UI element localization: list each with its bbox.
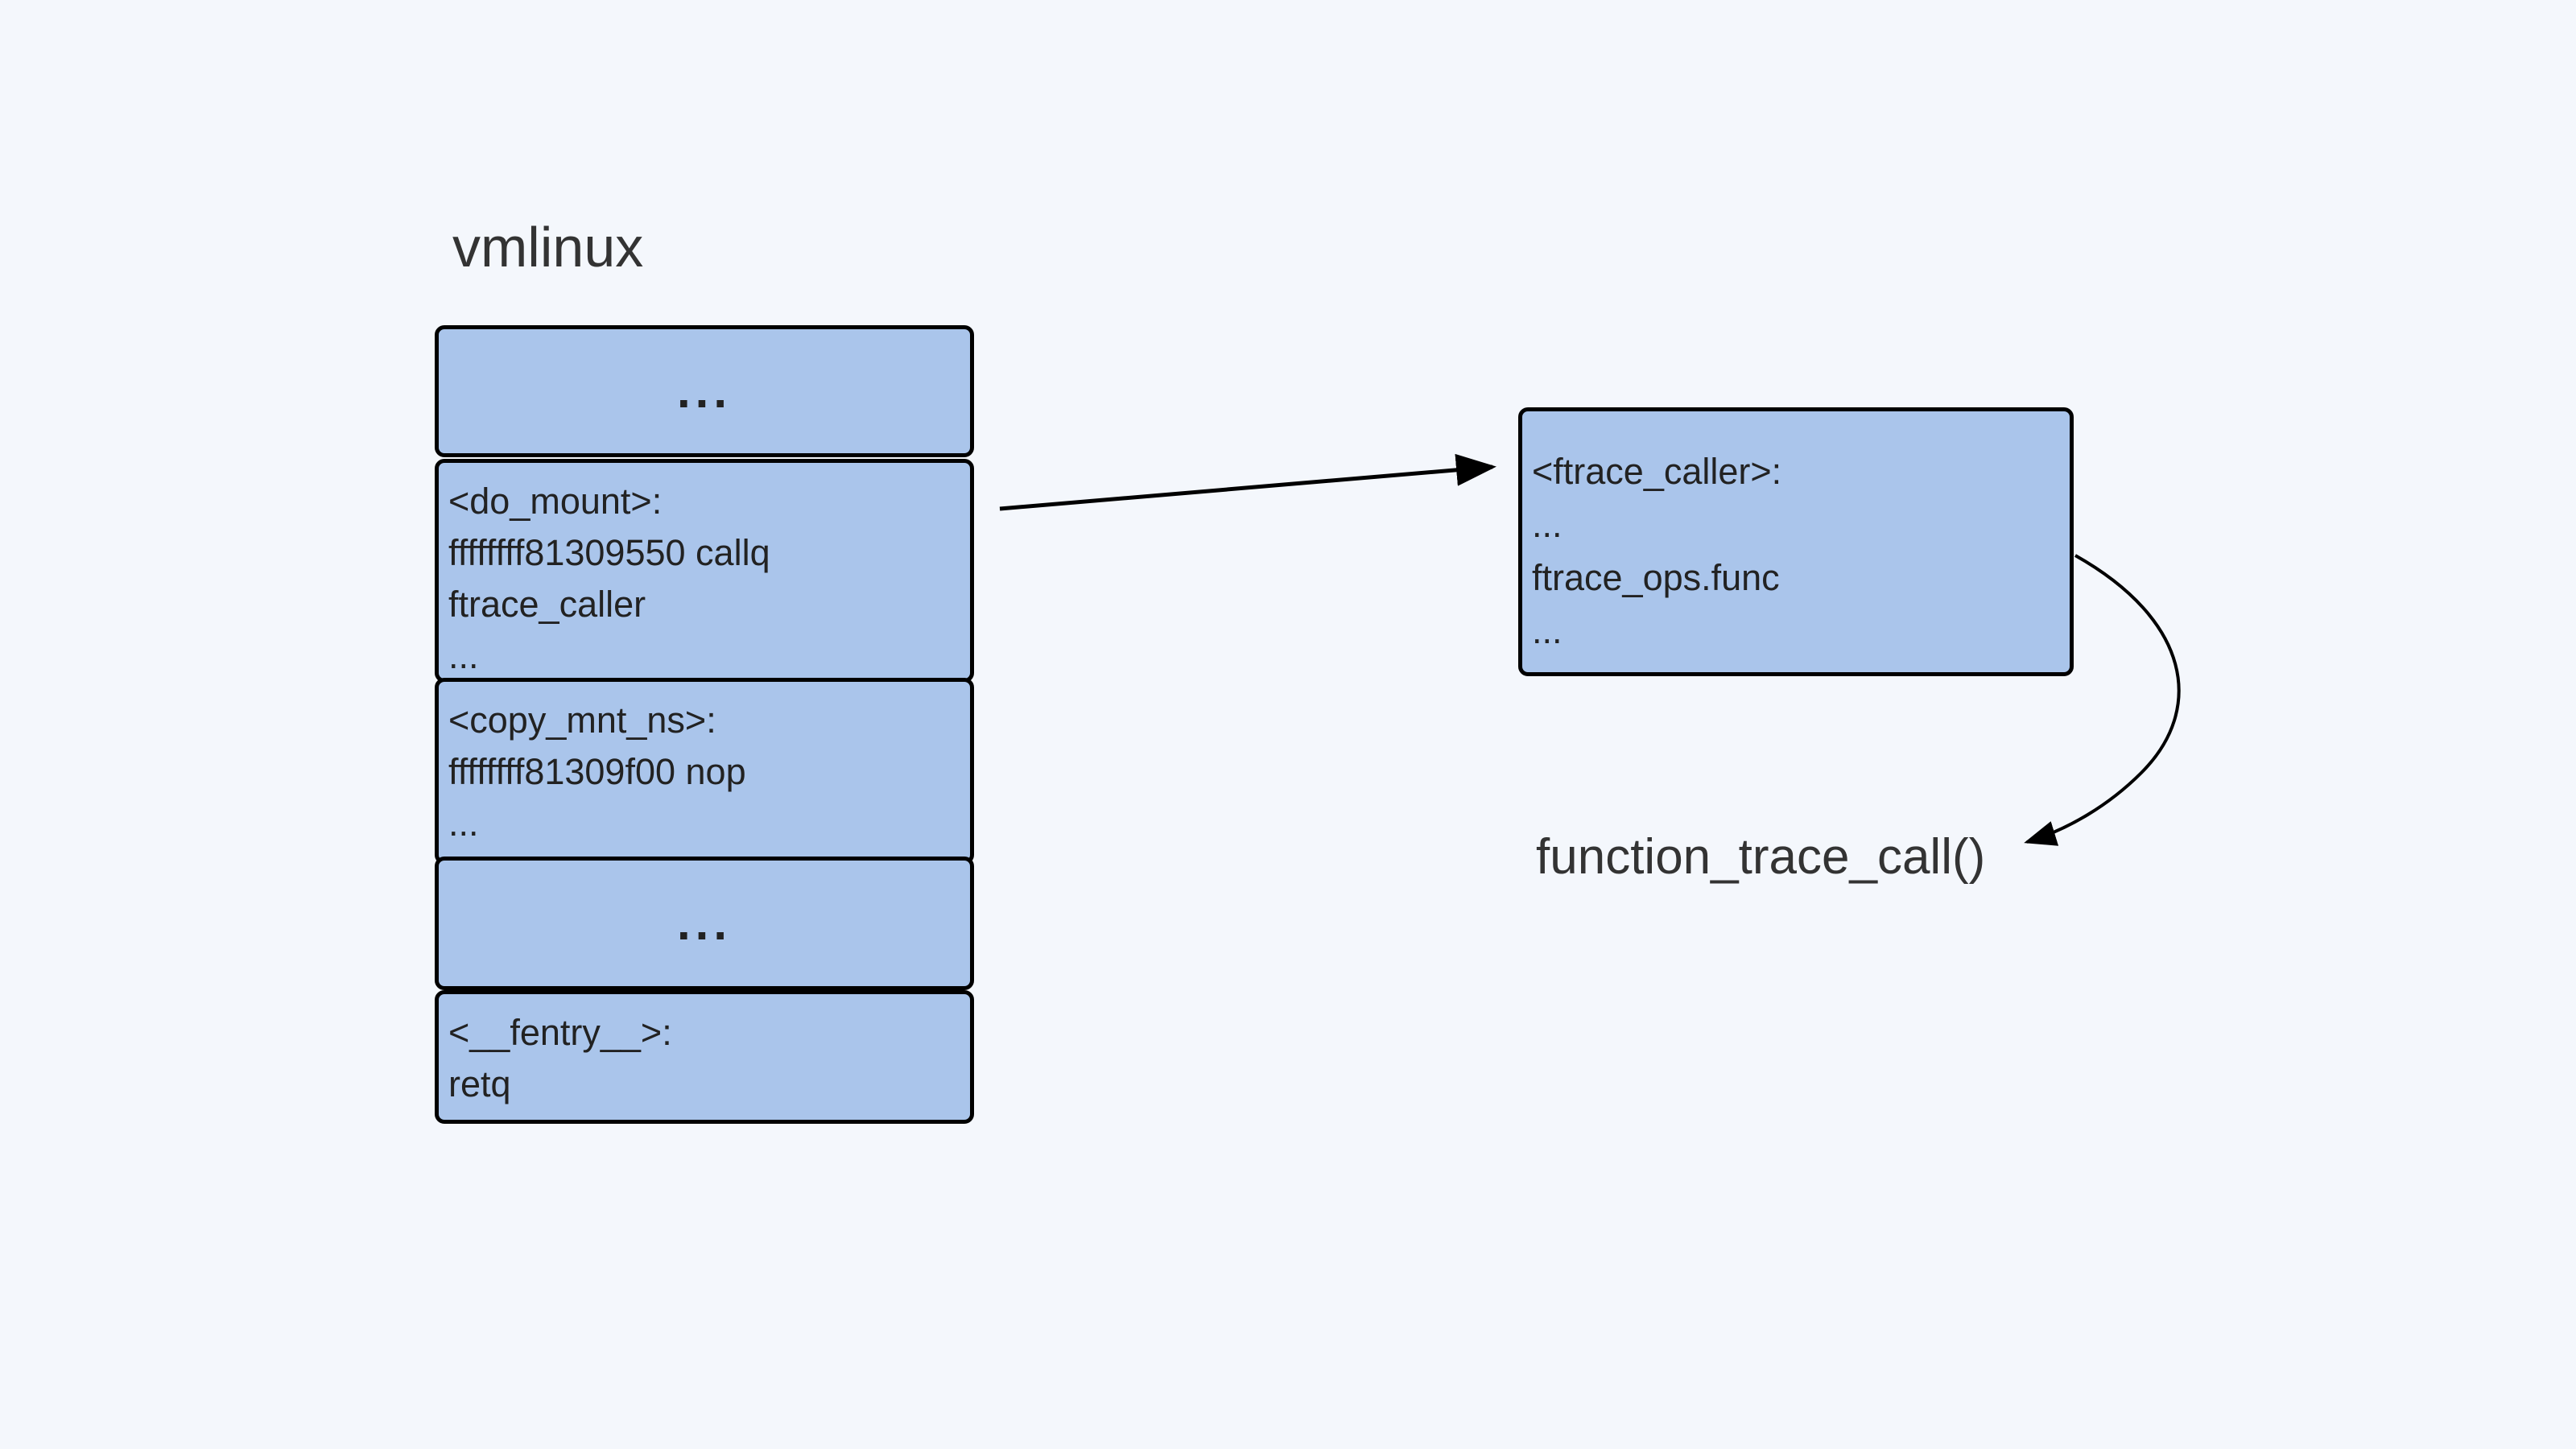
do-mount-ftrace-caller-line: ftrace_caller [448,584,646,625]
top-ellipsis-text: ... [676,364,732,418]
do-mount-label: <do_mount>: [448,481,663,522]
copy-mnt-ns-ellipsis: ... [448,803,479,844]
copy-mnt-ns-label: <copy_mnt_ns>: [448,700,716,741]
fentry-retq-line: retq [448,1063,511,1104]
ftrace-ops-func-line: ftrace_ops.func [1532,557,1780,598]
copy-mnt-ns-nop-line: ffffffff81309f00 nop [448,751,746,792]
diagram-title: vmlinux [452,216,644,279]
ftrace-caller-ellipsis-1: ... [1532,504,1563,545]
middle-ellipsis-text: ... [676,896,732,950]
fentry-block: <__fentry__>: retq [435,990,974,1124]
ftrace-caller-label: <ftrace_caller>: [1532,451,1782,492]
vmlinux-top-ellipsis-block: ... [435,325,974,457]
ftrace-caller-ellipsis-2: ... [1532,610,1563,651]
call-arrow [999,453,1496,511]
dispatch-arrow [2024,554,2181,846]
do-mount-ellipsis: ... [448,635,479,676]
ftrace-caller-block: <ftrace_caller>: ... ftrace_ops.func ... [1518,407,2074,676]
function-trace-call-label: function_trace_call() [1536,829,1986,885]
fentry-label: <__fentry__>: [448,1012,672,1053]
do-mount-block: <do_mount>: ffffffff81309550 callq ftrac… [435,459,974,683]
vmlinux-middle-ellipsis-block: ... [435,857,974,990]
do-mount-callq-line: ffffffff81309550 callq [448,532,770,573]
